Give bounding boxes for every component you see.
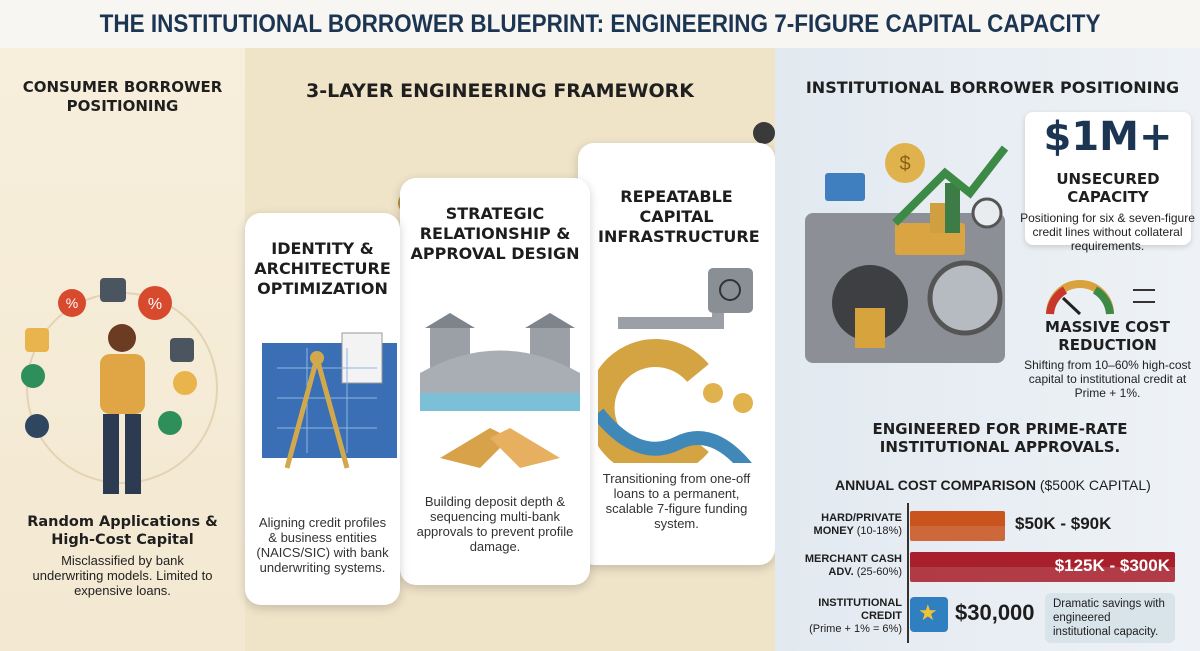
capacity-title: UNSECURED CAPACITY <box>1056 170 1160 206</box>
framework-card-3: REPEATABLE CAPITAL INFRASTRUCTURE Transi… <box>578 143 775 565</box>
card-title: REPEATABLE CAPITAL INFRASTRUCTURE <box>598 187 760 246</box>
consumer-panel: CONSUMER BORROWER POSITIONING %% Random … <box>0 48 245 651</box>
svg-text:$: $ <box>899 153 910 175</box>
percent-bubble-icon <box>58 289 86 317</box>
card-tab <box>753 122 775 144</box>
star-icon: ★ <box>918 600 938 625</box>
bar-institutional: ★ <box>910 597 948 632</box>
page-title: THE INSTITUTIONAL BORROWER BLUEPRINT: EN… <box>99 10 1101 38</box>
title-bar: THE INSTITUTIONAL BORROWER BLUEPRINT: EN… <box>0 0 1200 48</box>
svg-text:%: % <box>66 295 78 311</box>
framework-card-2: STRATEGIC RELATIONSHIP & APPROVAL DESIGN… <box>400 178 590 585</box>
card-description: Aligning credit profiles & business enti… <box>256 515 389 575</box>
framework-heading: 3-LAYER ENGINEERING FRAMEWORK <box>306 80 694 102</box>
consumer-description: Misclassified by bank underwriting model… <box>32 553 213 598</box>
vault-growth-illustration: $ <box>805 143 1009 363</box>
bar-label-mca: MERCHANT CASH ADV. (25-60%) <box>804 553 902 578</box>
capacity-description: Positioning for six & seven-figure credi… <box>1020 211 1195 253</box>
framework-card-1: IDENTITY & ARCHITECTURE OPTIMIZATION Ali… <box>245 213 400 605</box>
capacity-value: $1M+ <box>1043 114 1173 160</box>
capital-pipeline-icon <box>598 268 753 463</box>
stressed-borrower-illustration: %% <box>21 278 218 494</box>
bar-value-mca: $125K - $300K <box>1054 556 1170 575</box>
chart-title-text: ANNUAL COST COMPARISON <box>835 477 1036 493</box>
bar-mca <box>910 552 1175 582</box>
bar-value-hard-money: $50K - $90K <box>1015 514 1112 533</box>
consumer-subheading: Random Applications & High-Cost Capital <box>27 514 218 548</box>
institutional-panel: INSTITUTIONAL BORROWER POSITIONING $ $1M… <box>775 48 1200 651</box>
bar-label-hard-money: HARD/PRIVATE MONEY (10-18%) <box>813 512 902 537</box>
card-title: STRATEGIC RELATIONSHIP & APPROVAL DESIGN <box>410 204 580 263</box>
blueprint-compass-icon <box>262 332 397 469</box>
svg-text:%: % <box>148 296 162 313</box>
card-description: Building deposit depth & sequencing mult… <box>416 494 574 554</box>
card-description: Transitioning from one-off loans to a pe… <box>602 471 751 531</box>
capacity-card <box>1025 112 1191 245</box>
bar-label-institutional: INSTITUTIONAL CREDIT(Prime + 1% = 6%) <box>809 597 902 635</box>
bridge-handshake-icon <box>420 313 580 468</box>
bar-value-institutional: $30,000 <box>955 600 1035 625</box>
chart-title: ANNUAL COST COMPARISON ($500K CAPITAL) <box>835 477 1151 493</box>
chart-axis <box>907 503 909 643</box>
bar-hard-money <box>910 511 1005 541</box>
chart-subtitle: ($500K CAPITAL) <box>1039 477 1151 493</box>
card-title: IDENTITY & ARCHITECTURE OPTIMIZATION <box>254 239 391 298</box>
cost-reduction-description: Shifting from 10–60% high-cost capital t… <box>1024 358 1191 400</box>
savings-callout: Dramatic savings with engineered institu… <box>1045 593 1175 643</box>
cost-reduction-title: MASSIVE COST REDUCTION <box>1045 318 1170 354</box>
cost-gauge-icon <box>1046 280 1155 316</box>
institutional-heading: INSTITUTIONAL BORROWER POSITIONING <box>805 78 1180 97</box>
consumer-heading: CONSUMER BORROWER POSITIONING <box>22 78 223 115</box>
prime-rate-tagline: ENGINEERED FOR PRIME-RATE INSTITUTIONAL … <box>872 420 1128 456</box>
